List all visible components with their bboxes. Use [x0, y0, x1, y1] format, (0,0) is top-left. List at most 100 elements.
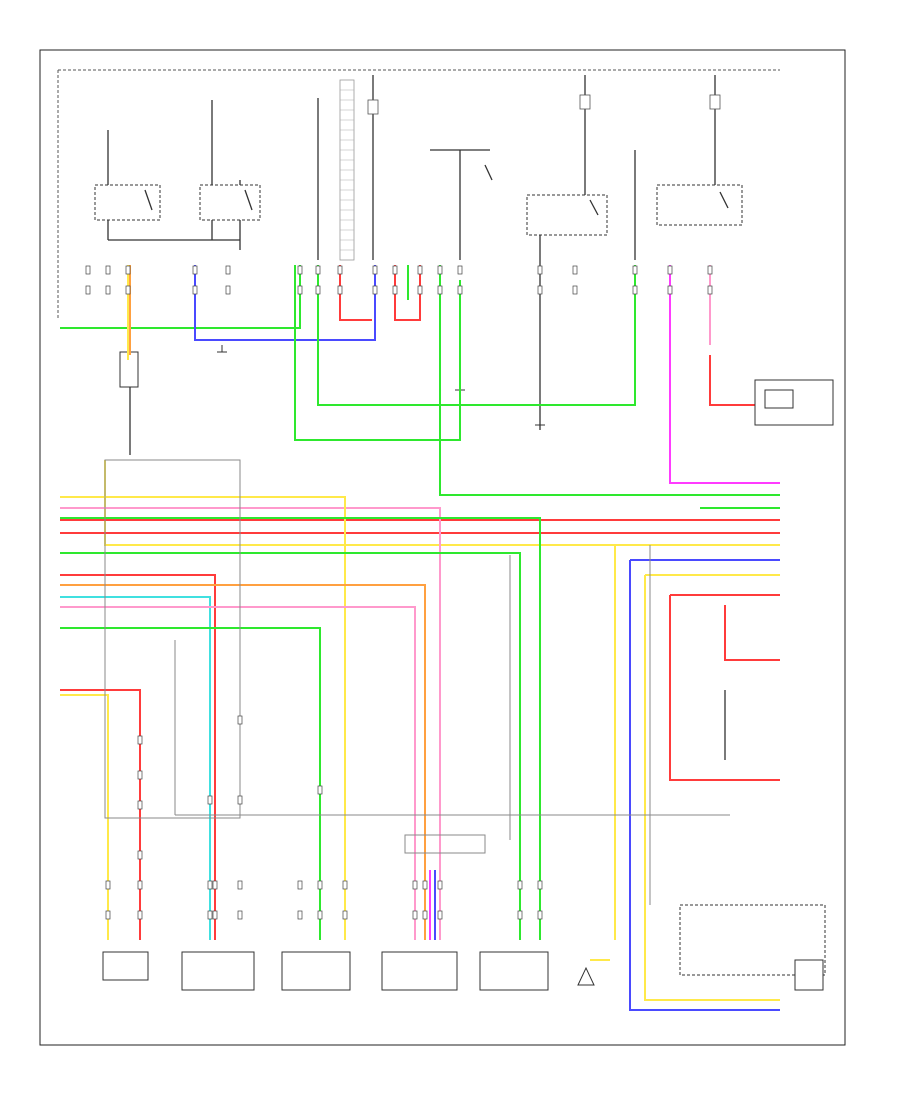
connector-bracket — [404, 834, 486, 854]
pin-marker-45 — [422, 910, 428, 920]
wire-yellow-17 — [60, 496, 346, 940]
wire-blue-29 — [629, 560, 780, 1011]
pin-marker-56 — [342, 880, 348, 890]
wire-green-24 — [60, 517, 541, 940]
right-lower-connector — [794, 959, 824, 991]
pin-marker-68 — [317, 785, 323, 795]
pin-marker-69 — [137, 850, 143, 860]
wire-cyan-21 — [60, 596, 211, 940]
fuse-block-striped — [339, 79, 355, 261]
ground-symbols — [217, 345, 545, 426]
pin-marker-51 — [207, 880, 213, 890]
pin-marker-30 — [457, 285, 463, 295]
pin-marker-14 — [572, 265, 578, 275]
pin-marker-64 — [137, 800, 143, 810]
bottom-comp-4 — [381, 951, 458, 991]
pin-marker-23 — [297, 285, 303, 295]
pin-marker-10 — [417, 265, 423, 275]
pin-marker-38 — [207, 910, 213, 920]
wire-red-34 — [724, 605, 780, 661]
pin-marker-41 — [297, 910, 303, 920]
bottom-comp-5 — [479, 951, 549, 991]
pin-marker-40 — [237, 910, 243, 920]
pin-marker-3 — [192, 265, 198, 275]
wire-green-7 — [439, 265, 780, 496]
pin-marker-65 — [237, 715, 243, 725]
pin-marker-26 — [372, 285, 378, 295]
pin-marker-66 — [237, 795, 243, 805]
wire-orange-20 — [60, 584, 426, 940]
pin-marker-39 — [212, 910, 218, 920]
pin-marker-60 — [517, 880, 523, 890]
pin-marker-62 — [137, 735, 143, 745]
pin-marker-9 — [392, 265, 398, 275]
wire-red-33 — [669, 595, 780, 781]
pin-marker-53 — [237, 880, 243, 890]
wire-blue-1 — [194, 265, 376, 341]
bottom-comp-1 — [102, 951, 149, 981]
fuse-column-3 — [709, 75, 721, 200]
wire-yellow-26 — [60, 694, 109, 940]
pin-marker-29 — [437, 285, 443, 295]
pin-marker-21 — [192, 285, 198, 295]
pin-marker-24 — [315, 285, 321, 295]
pin-marker-63 — [137, 770, 143, 780]
pin-marker-16 — [667, 265, 673, 275]
pin-marker-32 — [572, 285, 578, 295]
pin-marker-49 — [105, 880, 111, 890]
wire-red-4 — [339, 265, 372, 321]
pin-marker-22 — [225, 285, 231, 295]
pin-marker-36 — [105, 910, 111, 920]
pin-marker-33 — [632, 285, 638, 295]
pin-marker-37 — [137, 910, 143, 920]
bundle-gray-lines — [104, 459, 730, 905]
pin-marker-31 — [537, 285, 543, 295]
pin-marker-5 — [297, 265, 303, 275]
pin-marker-18 — [85, 285, 91, 295]
pin-marker-42 — [317, 910, 323, 920]
wire-pink-22 — [60, 606, 416, 940]
pin-marker-48 — [537, 910, 543, 920]
pin-marker-43 — [342, 910, 348, 920]
wire-green-3 — [294, 265, 461, 441]
wire-harness — [60, 265, 780, 1011]
pin-marker-19 — [105, 285, 111, 295]
pin-marker-54 — [297, 880, 303, 890]
pin-marker-6 — [315, 265, 321, 275]
switch-group-mid — [430, 149, 743, 430]
wire-green-0 — [60, 265, 301, 329]
right-module-inner — [764, 389, 794, 409]
pin-marker-12 — [457, 265, 463, 275]
bottom-comp-6 — [577, 966, 595, 986]
pin-marker-44 — [412, 910, 418, 920]
bottom-comp-3 — [281, 951, 351, 991]
wire-yellow-31 — [644, 575, 780, 1001]
wire-red-19 — [60, 574, 216, 940]
bottom-comp-2 — [181, 951, 255, 991]
pin-marker-50 — [137, 880, 143, 890]
pin-marker-8 — [372, 265, 378, 275]
pin-marker-67 — [207, 795, 213, 805]
pin-marker-11 — [437, 265, 443, 275]
pin-marker-52 — [212, 880, 218, 890]
wire-magenta-8 — [669, 265, 780, 484]
pin-marker-1 — [105, 265, 111, 275]
pin-marker-35 — [707, 285, 713, 295]
wire-pink-16 — [60, 507, 441, 940]
pin-marker-28 — [417, 285, 423, 295]
pin-marker-27 — [392, 285, 398, 295]
pin-marker-57 — [412, 880, 418, 890]
pin-marker-61 — [537, 880, 543, 890]
fuse-column-2 — [579, 75, 591, 200]
switch-group-left — [94, 100, 261, 250]
diagram-frame — [39, 49, 846, 1046]
wire-red-25 — [60, 689, 141, 940]
pin-marker-47 — [517, 910, 523, 920]
pin-marker-34 — [667, 285, 673, 295]
pin-marker-15 — [632, 265, 638, 275]
fuse-column-1 — [317, 75, 379, 260]
wire-green-18 — [60, 552, 521, 940]
pin-marker-25 — [337, 285, 343, 295]
